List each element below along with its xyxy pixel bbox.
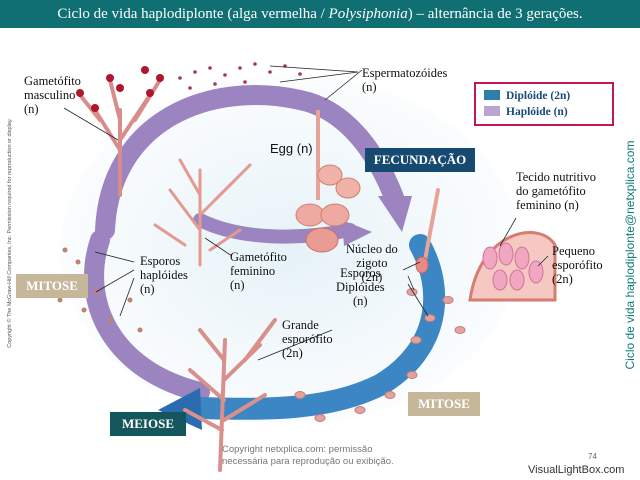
large-sporophyte (183, 318, 277, 472)
footer-copyright: Copyright netxplica.com: permissão neces… (222, 444, 422, 468)
stage-fecundacao: FECUNDAÇÃO (365, 148, 475, 172)
label-small-sporophyte: Pequeno esporófito (2n) (552, 244, 603, 286)
label-line: Diplóides (336, 280, 385, 294)
zygote-cell (415, 256, 429, 274)
label-sperm: Espermatozóides (n) (362, 66, 447, 94)
title-genus: Polysiphonia (328, 6, 408, 22)
small-sporophyte (468, 231, 557, 302)
label-line: feminino (n) (516, 198, 579, 212)
legend-haploid: Haplóide (n) (484, 105, 568, 119)
haploid-arrowhead-inner (342, 220, 372, 246)
stage-meiose: MEIOSE (110, 412, 186, 436)
legend-diploid-text: Diplóide (2n) (506, 90, 571, 102)
stage-mitose-left: MITOSE (16, 274, 88, 298)
diploid-spores (294, 288, 466, 422)
stage-mitose-right: MITOSE (408, 392, 480, 416)
diploid-arrow-right (189, 234, 446, 420)
label-large-sporophyte: Grande esporófito (2n) (282, 318, 333, 360)
label-line: masculino (24, 88, 76, 102)
label-nutritive-tissue: Tecido nutritivo do gametófito feminino … (516, 170, 596, 212)
female-gametophyte (153, 158, 252, 267)
label-line: Gametófito (230, 250, 287, 264)
sperm-dots (178, 62, 302, 90)
title-prefix: Ciclo de vida haplodiplonte (alga vermel… (57, 6, 329, 22)
label-line: Espermatozóides (362, 66, 448, 80)
watermark: VisualLightBox.com (528, 464, 625, 476)
page-title: Ciclo de vida haplodiplonte (alga vermel… (0, 0, 640, 28)
diploid-arrowhead-bottom (158, 388, 202, 430)
label-line: (2n) (552, 272, 573, 286)
label-male-gametophyte: Gametófito masculino (n) (24, 74, 81, 116)
footer-line: necessária para reprodução ou exibição. (222, 456, 394, 467)
label-line: esporófito (552, 258, 603, 272)
label-line: haplóides (140, 268, 188, 282)
label-line: Pequeno (552, 244, 596, 258)
ploidy-legend: Diplóide (2n) Haplóide (n) (474, 82, 614, 126)
label-line: (2n) (361, 270, 383, 284)
label-line: (2n) (282, 346, 303, 360)
label-line: (n) (140, 282, 155, 296)
label-egg: Egg (n) (270, 141, 313, 156)
leader-lines (63, 65, 549, 361)
male-reproductive-tips (76, 66, 164, 112)
male-gametophyte (78, 78, 162, 197)
haploid-arrow-left (84, 230, 210, 402)
label-zygote-nucleus: Núcleo do zigoto (2n) (346, 242, 398, 284)
page-number: 74 (588, 452, 597, 461)
legend-haploid-swatch (484, 106, 500, 116)
label-line: Tecido nutritivo (516, 170, 597, 184)
label-line: (n) (353, 294, 368, 308)
title-suffix: ) – alternância de 3 gerações. (407, 6, 583, 22)
legend-diploid: Diplóide (2n) (484, 89, 570, 103)
side-caption-right: Ciclo de vida haplodiplonte@netxplica.co… (623, 140, 637, 370)
legend-haploid-text: Haplóide (n) (506, 106, 568, 118)
label-female-gametophyte: Gametófito feminino (n) (230, 250, 287, 292)
label-line: esporófito (282, 332, 333, 346)
label-line: Núcleo do (346, 242, 398, 256)
label-line: (n) (24, 102, 39, 116)
footer-line: Copyright netxplica.com: permissão (222, 444, 373, 455)
label-diploid-spores: Esporos Diplóides (n) (336, 266, 385, 308)
label-line: (n) (230, 278, 245, 292)
label-line: Gametófito (24, 74, 81, 88)
label-line: zigoto (356, 256, 388, 270)
haploid-arrowhead-top (378, 196, 412, 232)
side-copyright-left: Copyright © The McGraw-Hill Companies, I… (7, 118, 13, 348)
label-line: Grande (282, 318, 319, 332)
label-line: do gametófito (516, 184, 586, 198)
legend-diploid-swatch (484, 90, 500, 100)
label-haploid-spores: Esporos haplóides (n) (140, 254, 188, 296)
zygote-filament (423, 188, 440, 262)
egg-cluster (295, 110, 361, 253)
label-line: feminino (230, 264, 276, 278)
label-line: Esporos (140, 254, 181, 268)
label-line: Esporos (340, 266, 381, 280)
label-line: (n) (362, 80, 377, 94)
